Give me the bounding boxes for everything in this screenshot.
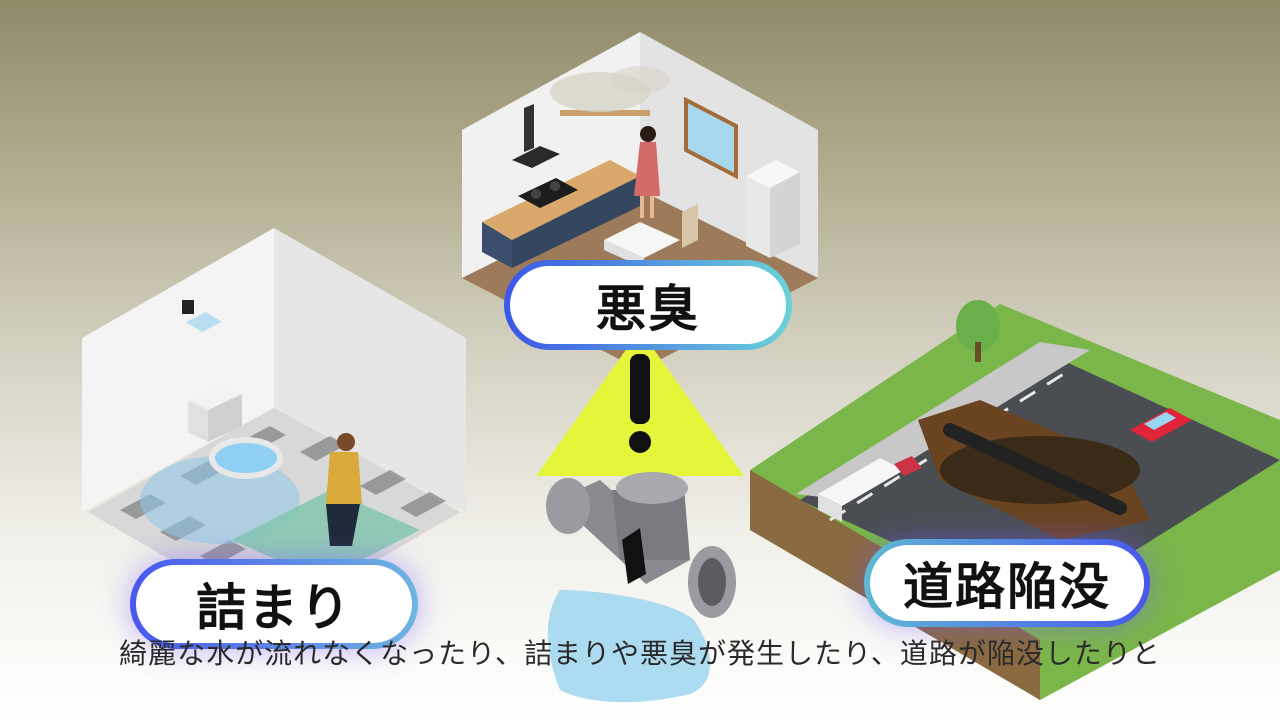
- odor-label: 悪臭: [504, 260, 792, 350]
- bathroom-scene: [82, 228, 466, 620]
- pipe-icon: [546, 472, 736, 618]
- clog-label: 詰まり: [130, 559, 418, 649]
- water-splash-icon: [547, 590, 711, 703]
- sinkhole-label: 道路陥没: [864, 539, 1150, 627]
- warning-icon: [536, 330, 744, 476]
- subtitle-caption: 綺麗な水が流れなくなったり、詰まりや悪臭が発生したり、道路が陥没したりと: [119, 637, 1161, 670]
